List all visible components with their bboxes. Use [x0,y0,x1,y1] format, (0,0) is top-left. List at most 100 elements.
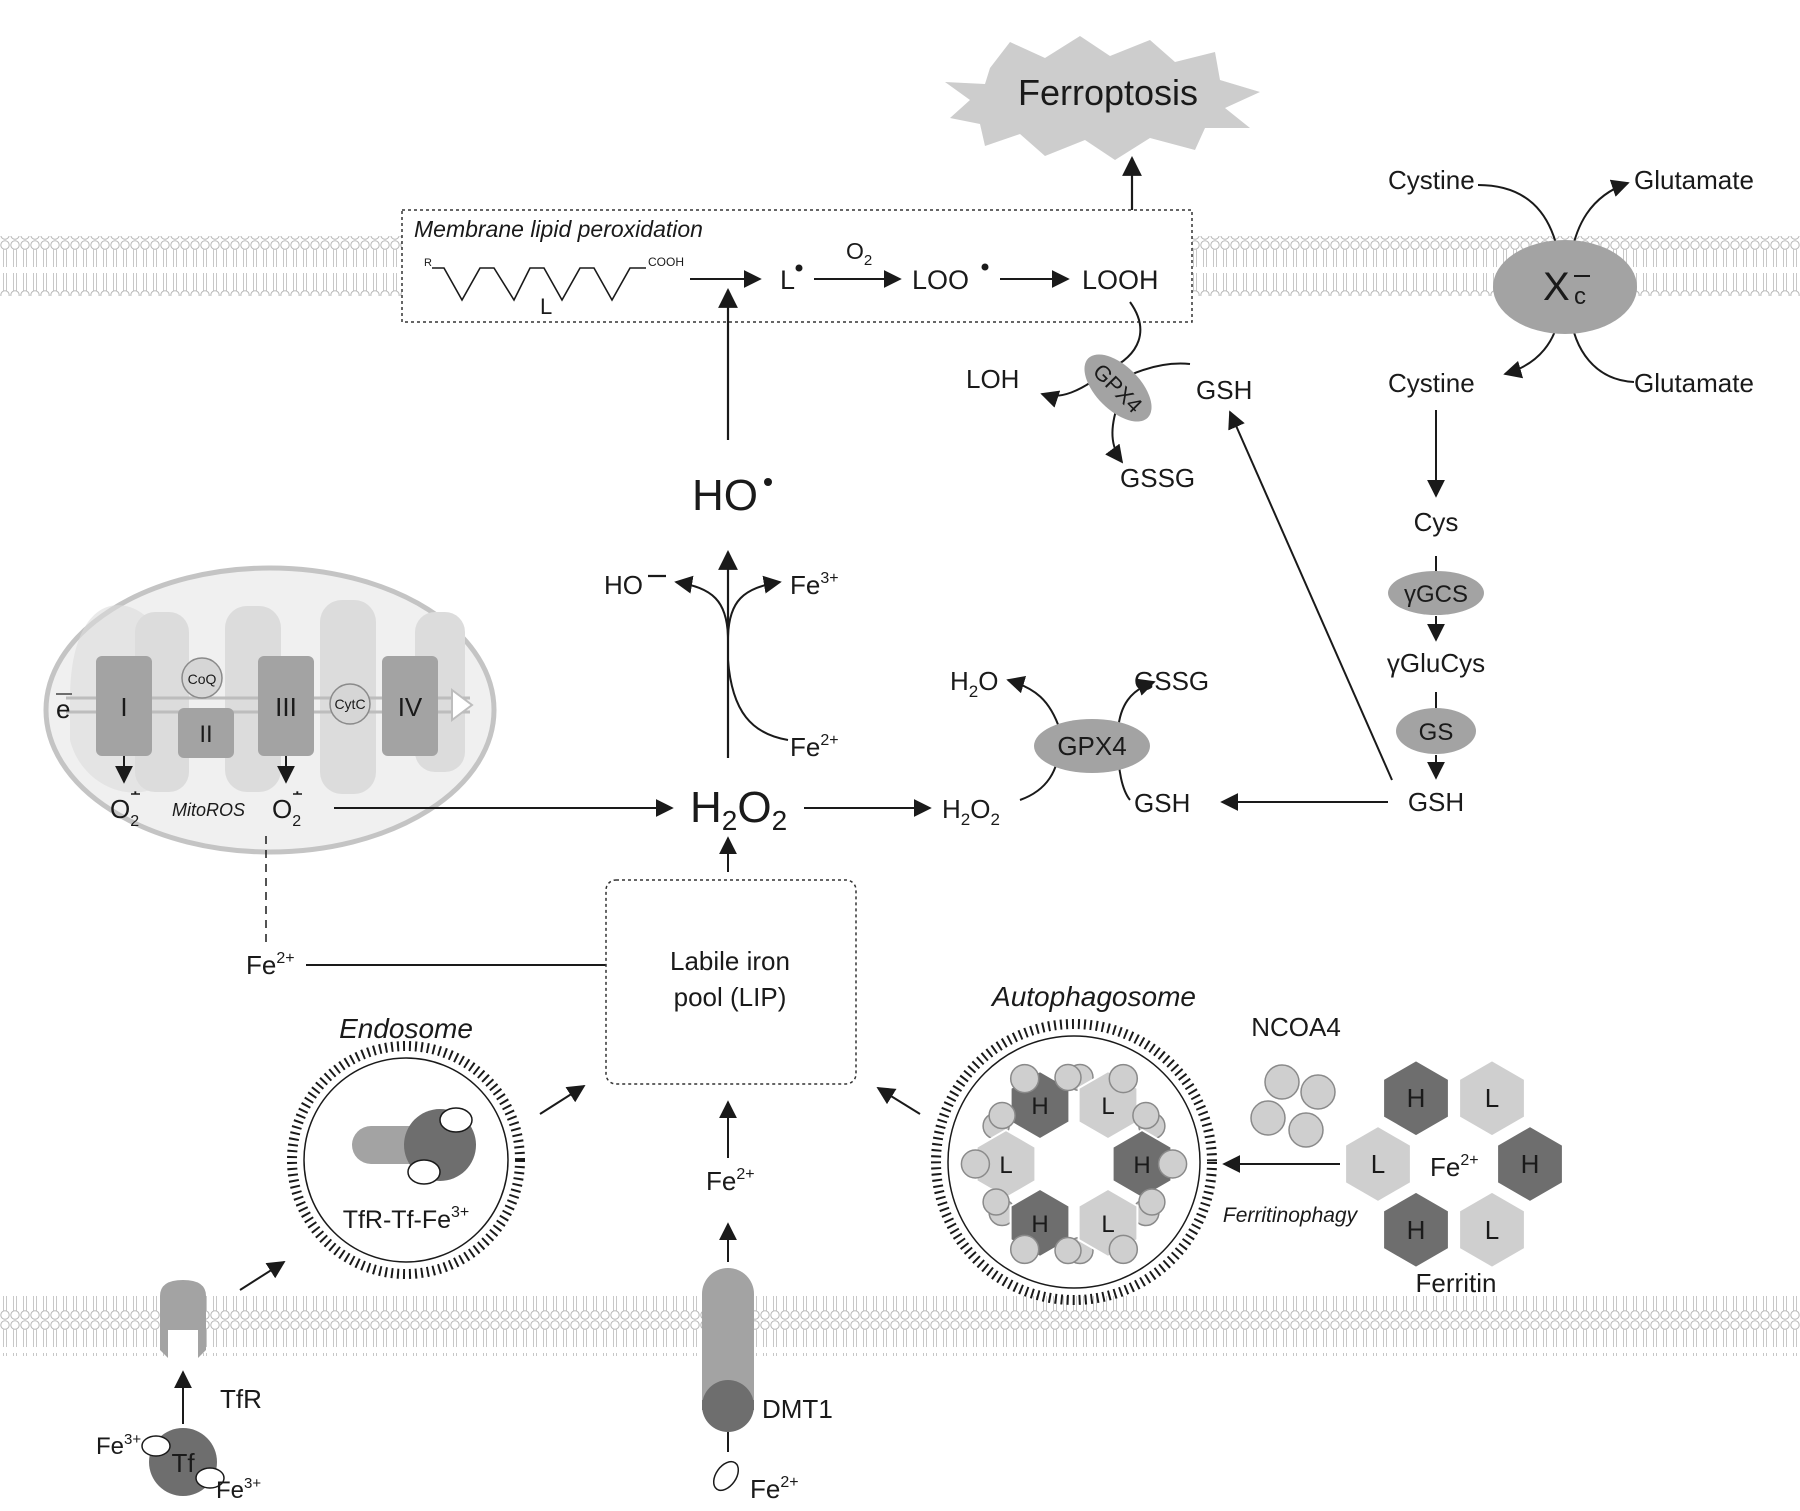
ygcs-enzyme: γGCS [1388,571,1484,615]
ferritin-center-label: Fe2+ [1430,1152,1479,1182]
h2o-label: H2O [950,666,998,701]
ferritin-subunit-label: H [1407,1083,1426,1113]
loo-radical-label: LOO [912,265,969,295]
radical-dot-l [795,264,803,272]
ferritin-subunit-label: H [1407,1215,1426,1245]
lipid-r-label: R [424,257,432,269]
lipid-chain [432,267,646,302]
ferritin-subunit-label: H [1521,1149,1540,1179]
mitoros-label: MitoROS [172,800,245,820]
svg-text:c: c [1574,283,1586,310]
ncoa4-molecules [1250,1064,1336,1148]
ferritin-subunit-heavy [1496,1124,1564,1204]
gsh-mid-label: GSH [1134,788,1190,818]
superoxide-right-label: O2 [272,794,301,830]
tf-fe3-right-label: Fe3+ [216,1475,261,1504]
cytc-label: CytC [334,696,365,712]
gpx4-enzyme-mid: GPX4 [1034,719,1150,773]
cystine-in-label: Cystine [1388,368,1475,398]
svg-text:GPX4: GPX4 [1057,731,1126,761]
ferritinophagy-label: Ferritinophagy [1223,1204,1359,1227]
mitochondrion [43,565,497,855]
cystine-out-label: Cystine [1388,165,1475,195]
ferritin-subunit-light [1458,1190,1526,1269]
ferroptosis-burst: Ferroptosis [945,36,1260,160]
ncoa4-bead [1009,1234,1040,1265]
electron-label: e [56,694,70,724]
ferritin-label: Ferritin [1416,1268,1497,1298]
lipid-cooh-label: COOH [648,255,684,269]
ncoa4-bead [1108,1234,1139,1265]
tf-label: Tf [171,1448,195,1478]
lipid-peroxidation-box: Membrane lipid peroxidation R COOH L L O… [401,209,1193,323]
ferritin-subunit-heavy [1382,1190,1450,1269]
ho-minus-curve [674,575,729,641]
mito-fe2-label: Fe2+ [246,950,295,980]
arrow-endosome-to-lip [539,1085,586,1115]
dmt1-label: DMT1 [762,1394,833,1424]
complex-iii-label: III [275,692,297,722]
svg-text:X: X [1543,265,1570,309]
lipid-l-label: L [540,294,552,319]
ferritin-subunit-label: H [1133,1152,1150,1179]
gssg-mid-label: GSSG [1134,666,1209,696]
coq-label: CoQ [188,671,217,687]
arrow-tfr-to-endosome [239,1261,286,1291]
gpx4-enzyme-top: GPX4 [1084,354,1152,422]
yglucys-label: γGluCys [1387,648,1485,678]
radical-dot-ho [764,478,772,486]
arrow-gsh-to-gsh-top [1228,410,1393,781]
looh-label: LOOH [1082,265,1159,295]
loh-label: LOH [966,364,1019,394]
fe3-curve [727,575,782,641]
tf-fe3-left-label: Fe3+ [96,1431,141,1460]
gssg-top-label: GSSG [1120,463,1195,493]
endosome-title: Endosome [339,1013,473,1044]
ncoa4-label: NCOA4 [1251,1012,1341,1042]
radical-dot-loo [981,263,989,271]
extracellular-fe2-ion [712,1460,740,1492]
svg-text:GS: GS [1419,719,1454,746]
ferritin-subunit-label: L [1101,1093,1114,1120]
gsh-top-label: GSH [1196,375,1252,405]
gsh-right-label: GSH [1408,787,1464,817]
svg-text:Labile iron: Labile iron [670,946,790,976]
ncoa4-bead [982,1188,1010,1216]
labile-iron-pool: Labile iron pool (LIP) [605,879,857,1085]
ncoa4-bead [1054,1063,1082,1092]
ferritin-subunit-light [1458,1059,1526,1138]
ncoa4-bead [1108,1063,1139,1094]
h2o2-mid-label: H2O2 [942,794,1000,829]
dmt1-fe2-bottom-label: Fe2+ [750,1474,799,1504]
ferritin-subunit-label: L [1485,1215,1499,1245]
l-radical-label: L [780,265,795,295]
ncoa4-bead [1157,1149,1188,1179]
transferrin [141,1428,225,1496]
endosome-complex-label: TfR-Tf-Fe3+ [343,1204,470,1234]
ferritin-subunit-label: H [1031,1093,1048,1120]
dmt1-fe2-top-label: Fe2+ [706,1166,755,1196]
superoxide-left-label: O2 [110,794,139,830]
superoxide-left-dot: · [132,781,139,803]
ncoa4-bead [1054,1236,1082,1265]
ferritin-subunit-label: L [999,1152,1012,1179]
xc-transporter: X c [1493,240,1637,334]
ncoa4-bead [1138,1188,1166,1216]
ho-minus-label: HO [604,570,643,600]
ferroptosis-label: Ferroptosis [1018,72,1198,113]
complex-ii-label: II [199,721,212,748]
ncoa4-bead [988,1101,1016,1130]
ncoa4-bead [1132,1101,1160,1130]
glutamate-out-label: Glutamate [1634,165,1754,195]
ncoa4-bead [960,1149,991,1179]
bottom-membrane [0,1296,1800,1356]
dmt1-transporter [702,1268,754,1432]
complex-iv-label: IV [398,692,423,722]
complex-i-label: I [120,692,127,722]
fe2-fenton-label: Fe2+ [790,732,839,762]
autophagosome-title: Autophagosome [990,981,1196,1012]
gs-enzyme: GS [1396,708,1476,754]
